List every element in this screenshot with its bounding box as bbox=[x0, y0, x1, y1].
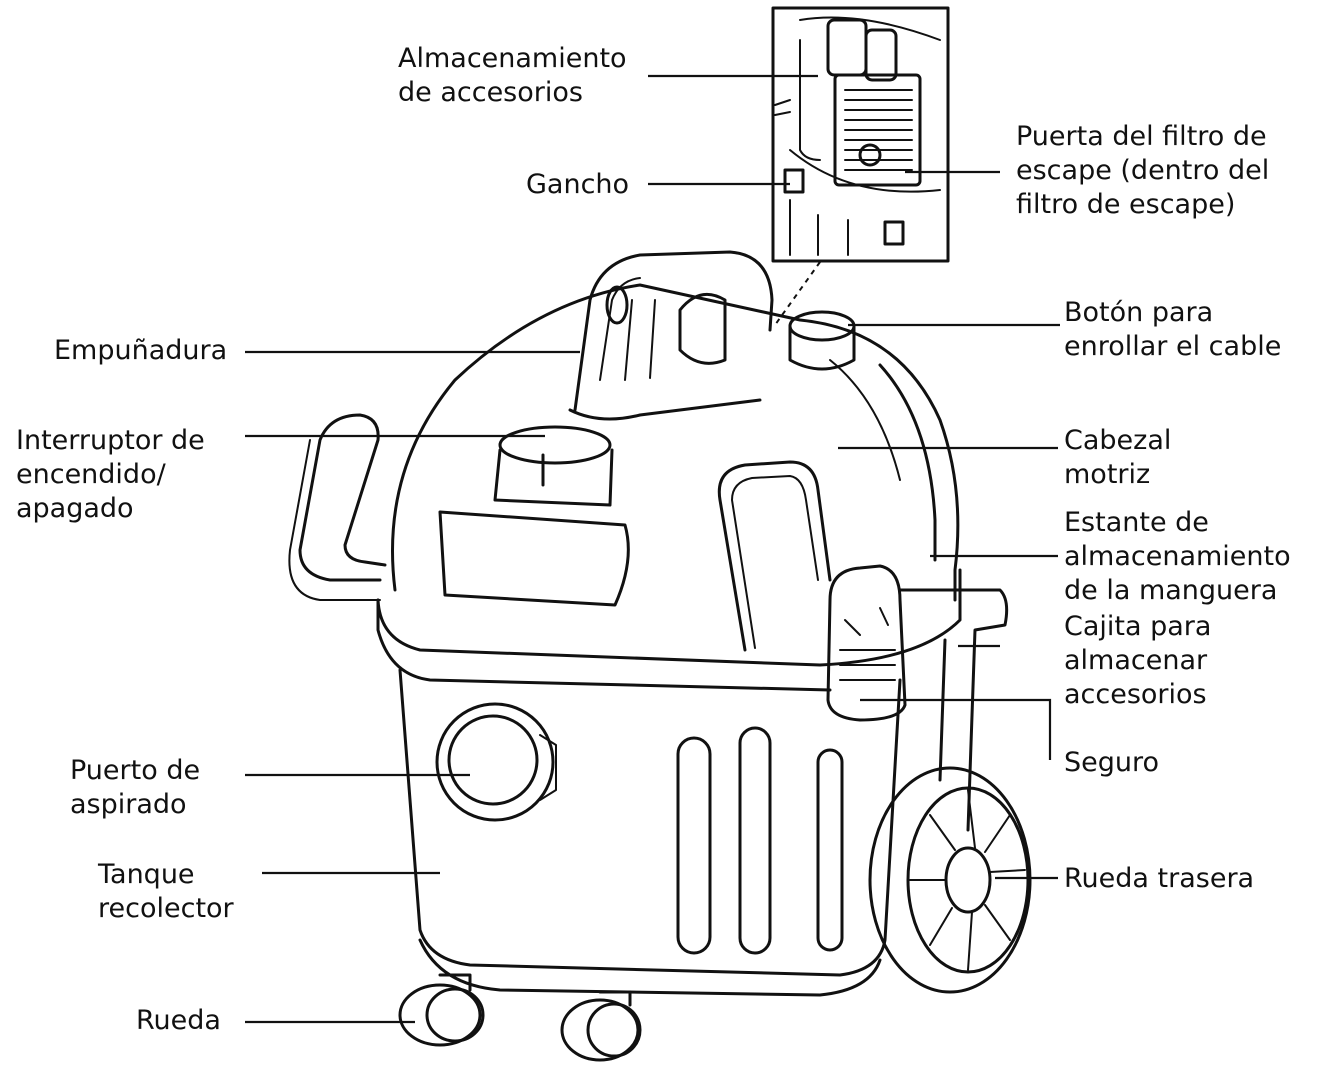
label-line: filtro de escape) bbox=[1016, 189, 1236, 220]
label-line: encendido/ bbox=[16, 459, 166, 490]
label-latch: Seguro bbox=[1064, 746, 1159, 780]
label-line: Puerta del filtro de bbox=[1016, 121, 1267, 152]
label-line: enrollar el cable bbox=[1064, 331, 1282, 362]
label-collection-tank: Tanque recolector bbox=[98, 858, 234, 926]
label-hose-storage-rack: Estante de almacenamiento de la manguera bbox=[1064, 506, 1291, 608]
caster-left bbox=[398, 973, 485, 1047]
label-line: Botón para bbox=[1064, 297, 1214, 328]
label-line: Almacenamiento bbox=[398, 43, 627, 74]
label-line: aspirado bbox=[70, 789, 187, 820]
label-handle: Empuñadura bbox=[54, 334, 227, 368]
label-line: apagado bbox=[16, 493, 134, 524]
label-accessory-box: Cajita para almacenar accesorios bbox=[1064, 610, 1211, 712]
label-accessory-storage: Almacenamiento de accesorios bbox=[398, 42, 627, 110]
label-line: Cajita para bbox=[1064, 611, 1212, 642]
label-suction-port: Puerto de aspirado bbox=[70, 754, 200, 822]
label-line: Rueda trasera bbox=[1064, 863, 1255, 894]
label-line: Tanque bbox=[98, 859, 195, 890]
label-line: Cabezal bbox=[1064, 425, 1172, 456]
caster-right bbox=[560, 990, 642, 1062]
label-cord-rewind-button: Botón para enrollar el cable bbox=[1064, 296, 1281, 364]
label-line: Empuñadura bbox=[54, 335, 228, 366]
label-line: Estante de bbox=[1064, 507, 1209, 538]
label-line: accesorios bbox=[1064, 679, 1207, 710]
label-line: Seguro bbox=[1064, 747, 1160, 778]
label-motor-head: Cabezal motriz bbox=[1064, 424, 1171, 492]
label-power-switch: Interruptor de encendido/ apagado bbox=[16, 424, 205, 526]
label-line: almacenar bbox=[1064, 645, 1208, 676]
label-line: motriz bbox=[1064, 459, 1151, 490]
label-line: Rueda bbox=[136, 1005, 221, 1036]
label-line: de la manguera bbox=[1064, 575, 1278, 606]
leader-lines bbox=[245, 74, 1060, 1024]
label-line: almacenamiento bbox=[1064, 541, 1291, 572]
label-line: de accesorios bbox=[398, 77, 583, 108]
label-line: escape (dentro del bbox=[1016, 155, 1270, 186]
label-line: Puerto de bbox=[70, 755, 201, 786]
label-exhaust-filter-door: Puerta del filtro de escape (dentro del … bbox=[1016, 120, 1269, 222]
label-caster: Rueda bbox=[136, 1004, 221, 1038]
label-line: Interruptor de bbox=[16, 425, 205, 456]
label-hook: Gancho bbox=[526, 168, 629, 202]
label-line: Gancho bbox=[526, 169, 630, 200]
vacuum-body bbox=[288, 250, 1032, 1062]
label-line: recolector bbox=[98, 893, 234, 924]
inset-detail bbox=[771, 6, 950, 326]
label-rear-wheel: Rueda trasera bbox=[1064, 862, 1254, 896]
